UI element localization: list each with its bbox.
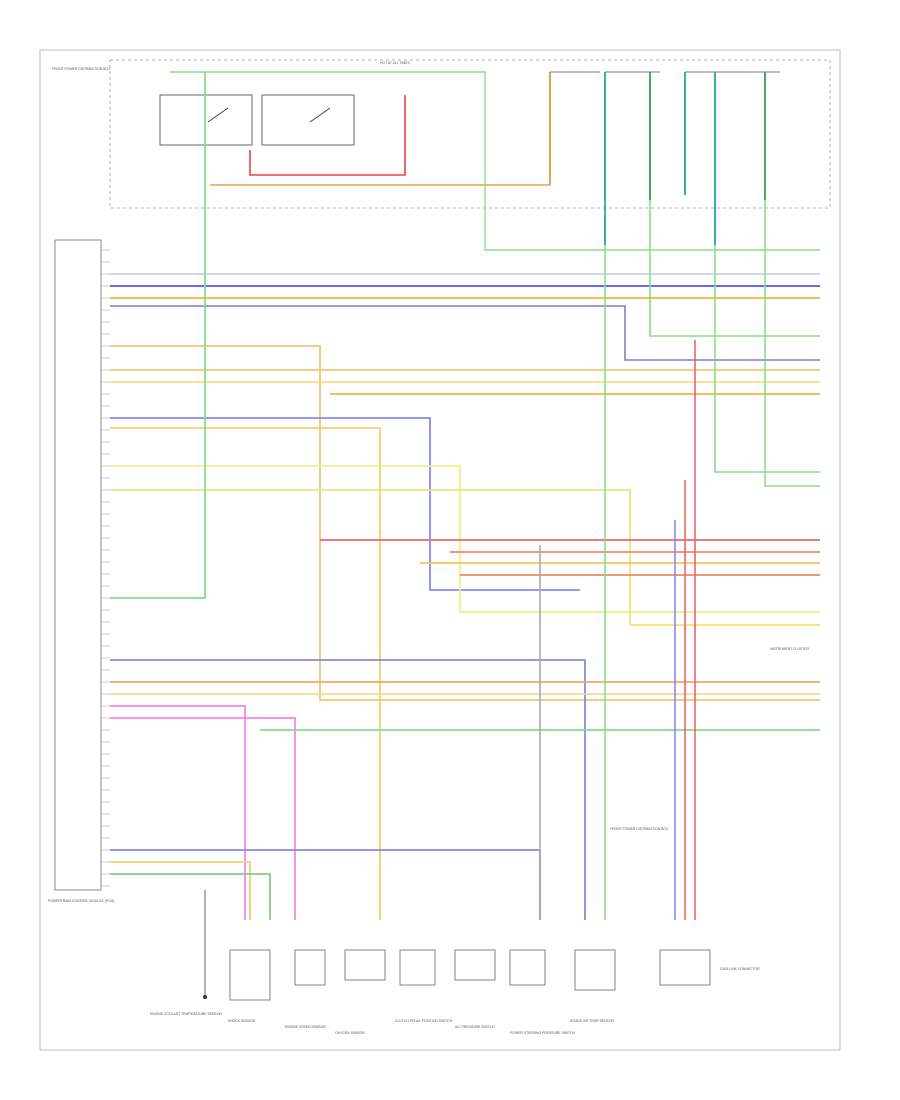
- center-ground-label: FRONT POWER DISTRIBUTION BOX: [610, 827, 669, 831]
- component-label-8: INTAKE AIR TEMP SENSOR: [570, 1019, 614, 1023]
- right-connector-label: INSTRUMENT CLUSTER: [770, 647, 809, 651]
- pcm-module-label: POWERTRAIN CONTROL MODULE (PCM): [48, 899, 115, 903]
- relay-box-right: [261, 94, 355, 146]
- component-label-1: ENGINE COOLANT TEMPERATURE SENSOR: [150, 1012, 222, 1016]
- component-label-5: CLUTCH PEDAL POSITION SWITCH: [395, 1019, 453, 1023]
- power-distribution-box: [109, 59, 831, 209]
- battery-feed-wire: [249, 95, 406, 176]
- component-label-7: POWER STEERING PRESSURE SWITCH: [510, 1031, 576, 1035]
- pcm-module-outline: [54, 239, 102, 891]
- fuse-group: [549, 71, 780, 245]
- component-label-9: DATA LINK CONNECTOR: [720, 967, 760, 971]
- top-bus-label: HOT AT ALL TIMES: [380, 61, 411, 65]
- pcm-wire-harness: [110, 72, 820, 920]
- wire: [170, 71, 820, 251]
- relay-switch: [309, 107, 331, 123]
- pcm-pin-ticks: [101, 249, 110, 887]
- component-boxes: [229, 949, 711, 1001]
- right-side-wires: [539, 200, 820, 920]
- diagram-frame: [39, 49, 841, 1051]
- component-label-2: KNOCK SENSOR: [228, 1019, 256, 1023]
- ground-point: [203, 995, 207, 999]
- component-label-3: ENGINE SPEED SENSOR: [285, 1025, 326, 1029]
- relay-box-left: [159, 94, 253, 146]
- relay-switch: [207, 107, 229, 123]
- component-label-6: A/C PRESSURE SWITCH: [455, 1025, 495, 1029]
- component-label-4: OXYGEN SENSOR: [335, 1031, 365, 1035]
- power-box-label: FRONT POWER DISTRIBUTION BOX: [52, 67, 111, 71]
